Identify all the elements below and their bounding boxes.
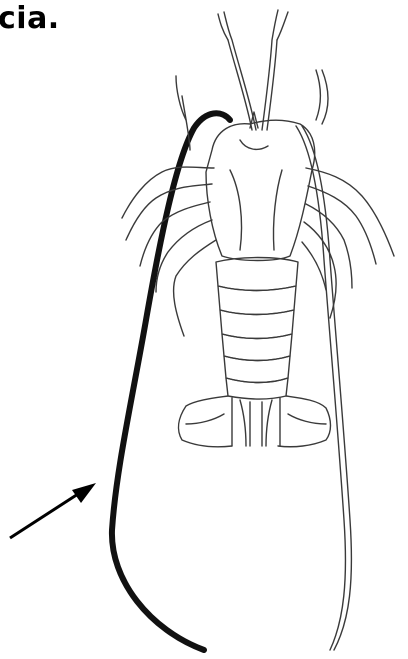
tail-fan xyxy=(179,396,331,447)
pointer-arrow xyxy=(10,483,96,538)
antenna-left-highlighted xyxy=(112,113,230,650)
abdomen xyxy=(216,258,298,400)
antennule-right xyxy=(262,10,288,130)
carapace xyxy=(206,112,315,261)
legs-right xyxy=(302,70,394,318)
